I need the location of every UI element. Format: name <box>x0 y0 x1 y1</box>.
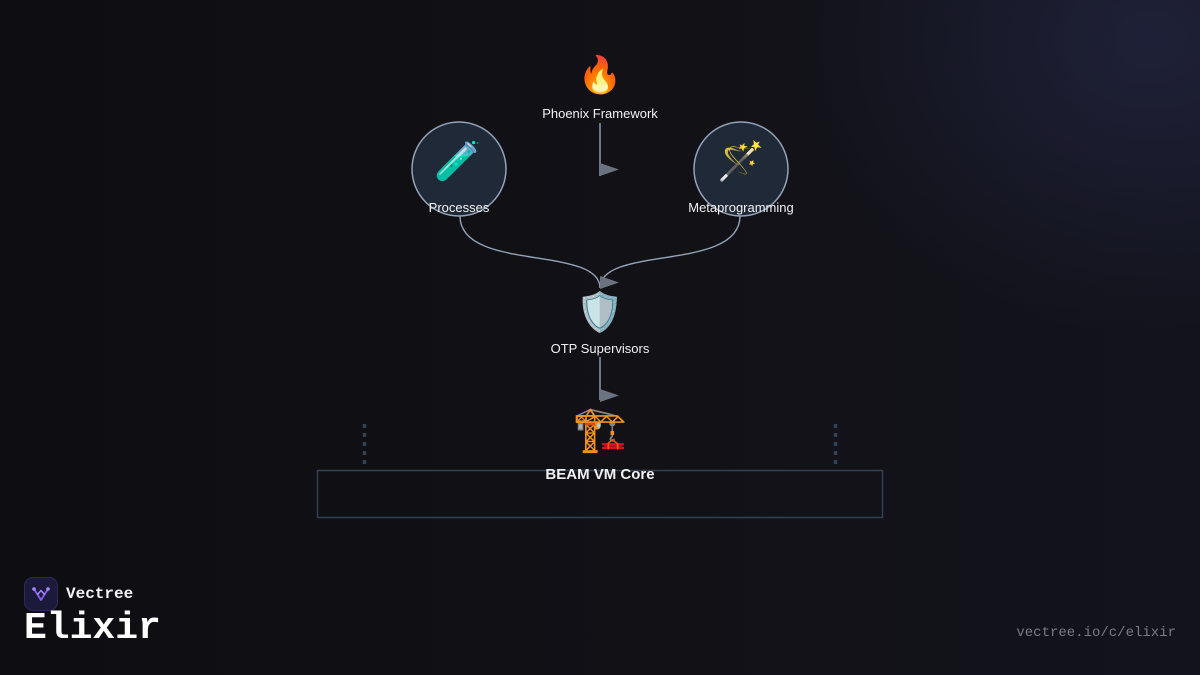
brand-name: Vectree <box>66 585 134 603</box>
page-title: Elixir <box>24 607 161 650</box>
arrowhead-beam <box>600 389 619 402</box>
shield-icon: 🛡️ <box>576 290 624 334</box>
edge-processes-to-otp <box>459 215 601 289</box>
brand[interactable]: Vectree <box>24 577 133 611</box>
fire-icon: 🔥 <box>577 55 623 96</box>
phoenix-node-label[interactable]: Phoenix Framework <box>542 106 658 121</box>
arrowhead-otp <box>600 276 619 289</box>
processes-node-circle[interactable] <box>411 121 507 217</box>
edge-metaprogramming-to-otp <box>599 215 741 289</box>
magic-wand-icon: 🪄 <box>717 139 765 183</box>
crane-icon: 🏗️ <box>572 404 628 455</box>
beam-node-label[interactable]: BEAM VM Core <box>545 466 655 483</box>
metaprogramming-node-label[interactable]: Metaprogramming <box>688 200 794 215</box>
processes-node-label[interactable]: Processes <box>428 200 490 215</box>
arrowhead-phoenix <box>600 163 619 176</box>
test-tube-icon: 🧪 <box>434 139 482 183</box>
otp-node-label[interactable]: OTP Supervisors <box>550 341 650 356</box>
vectree-logo-icon <box>24 577 58 611</box>
beam-platform-box <box>316 469 884 519</box>
metaprogramming-node-circle[interactable] <box>693 121 789 217</box>
site-url[interactable]: vectree.io/c/elixir <box>1016 625 1176 641</box>
